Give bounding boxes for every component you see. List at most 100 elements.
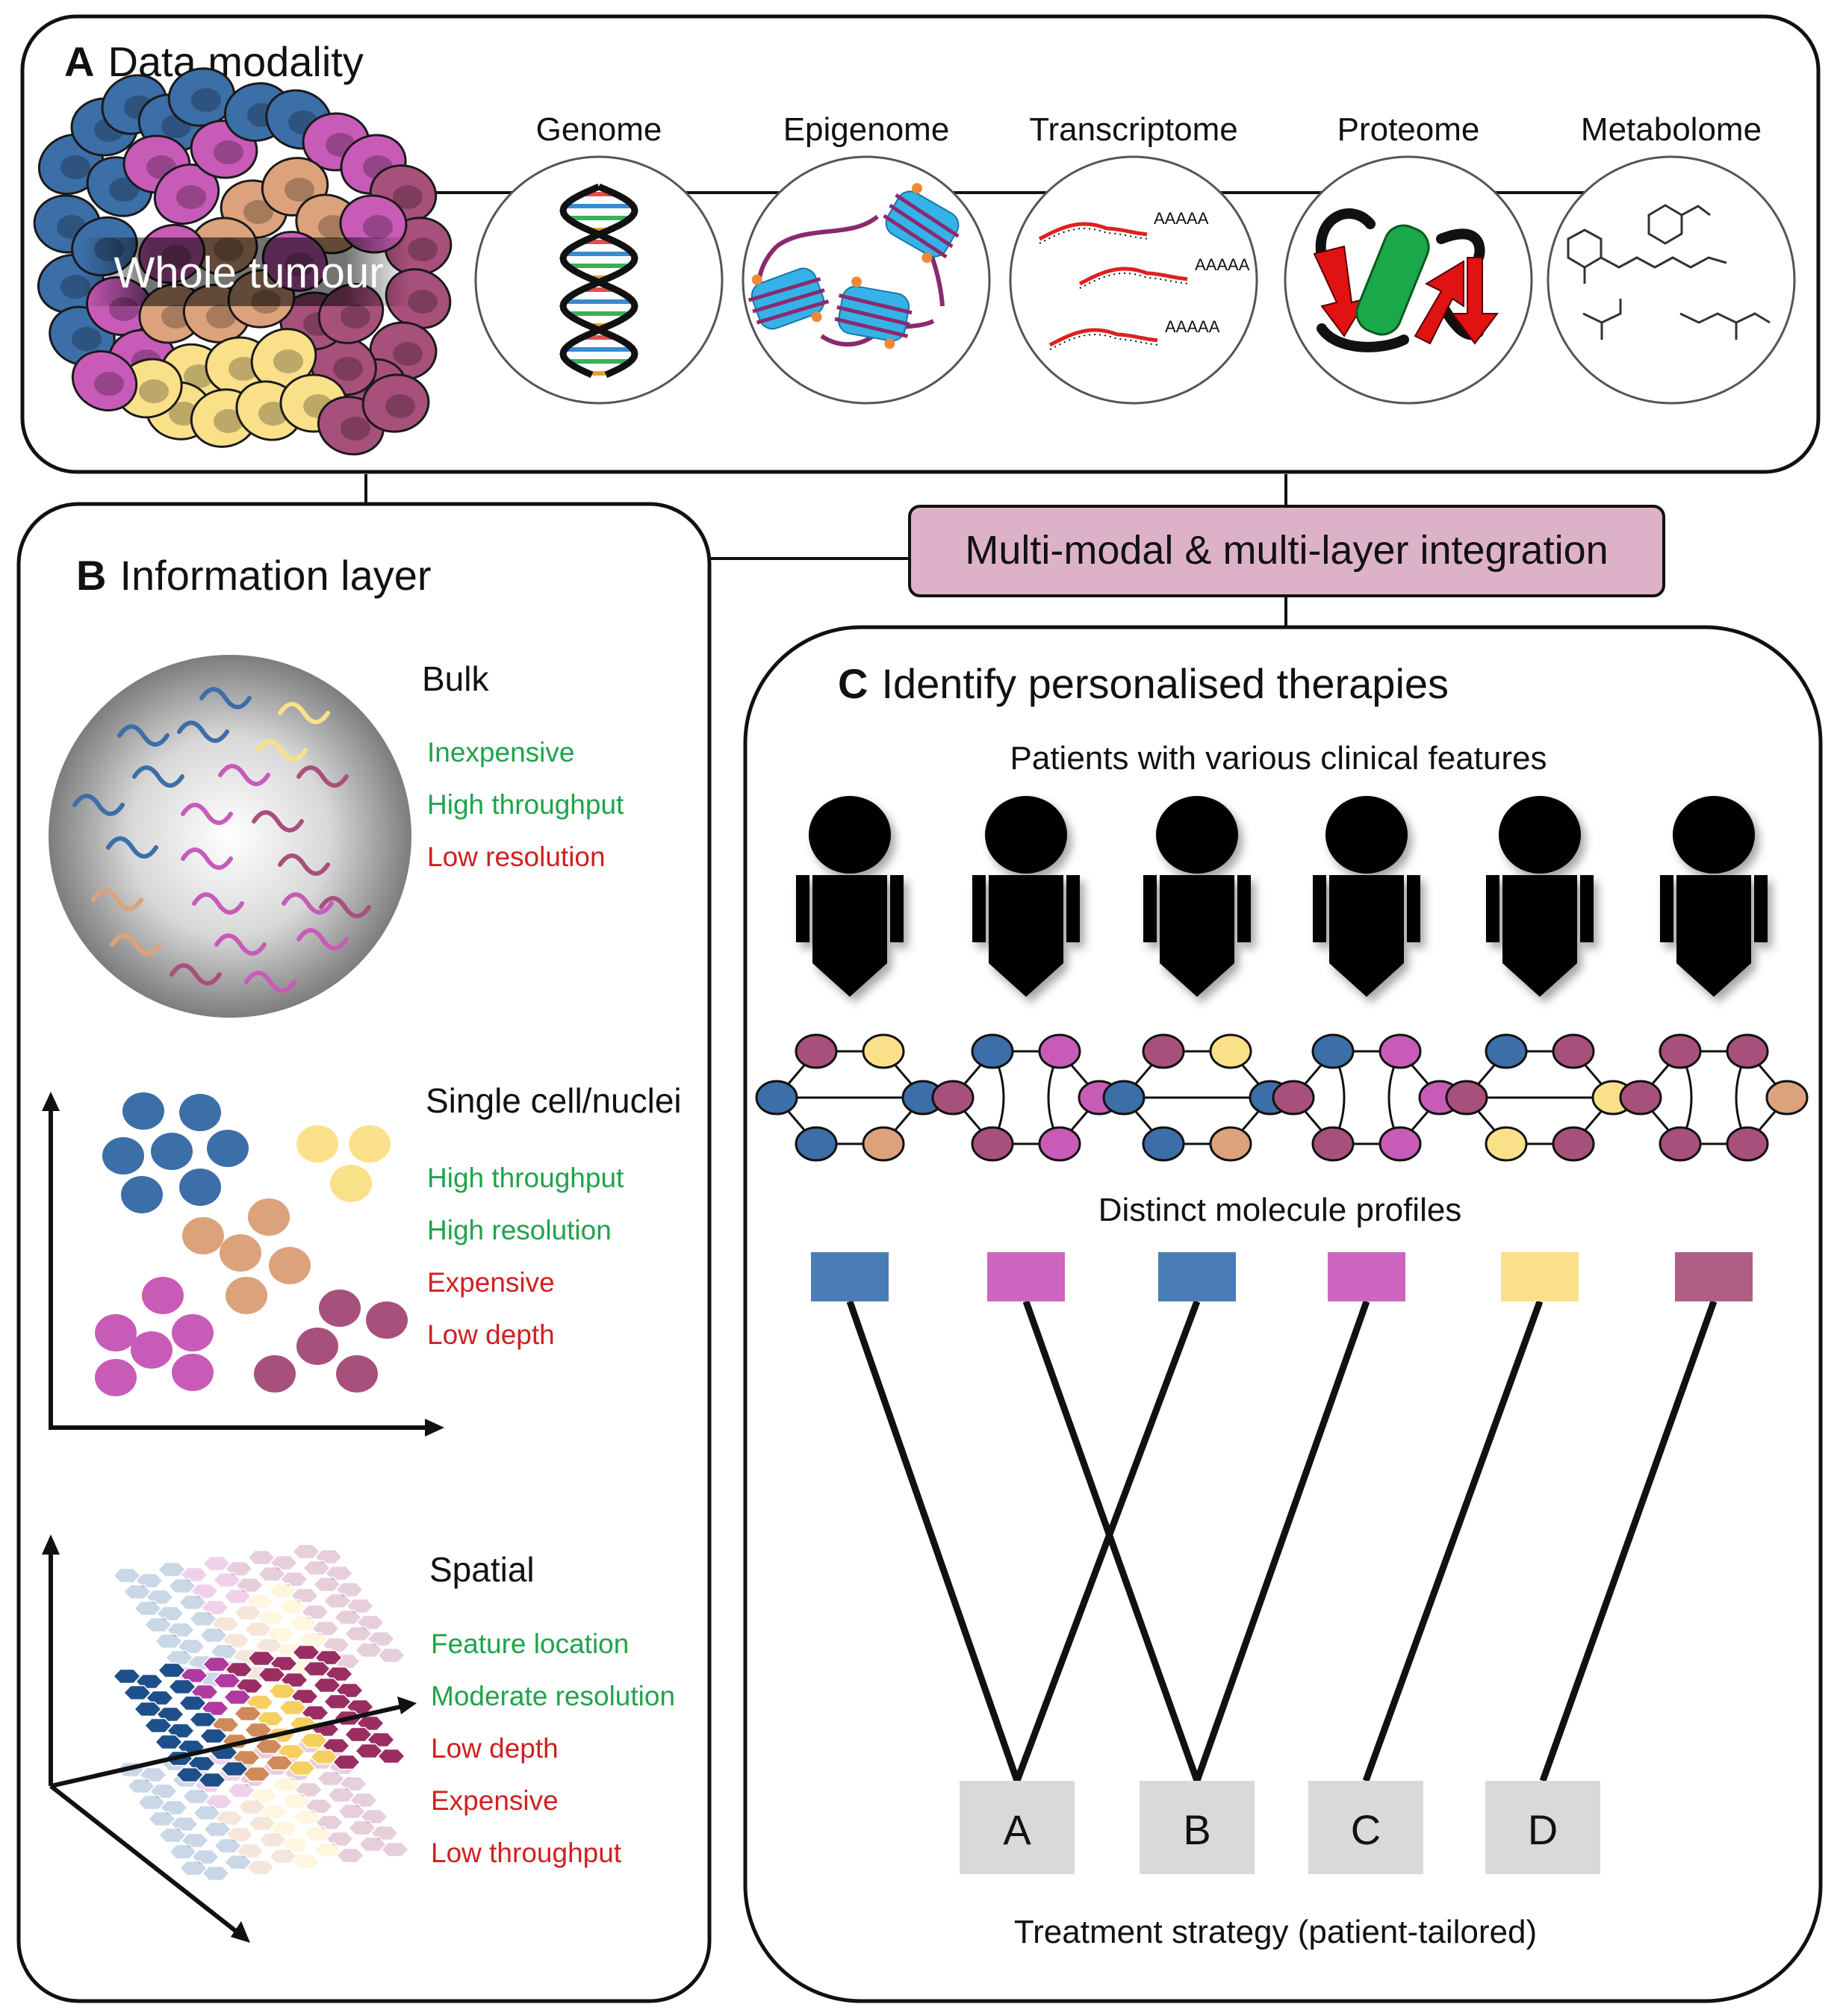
treatment-box-frame <box>1485 1781 1600 1874</box>
spatial-pro-2: Moderate resolution <box>431 1681 675 1711</box>
spatial-con-3: Low throughput <box>431 1838 622 1868</box>
tumour-cell-nucleus <box>285 178 314 202</box>
transcript-wave <box>252 810 304 833</box>
tumour-cell-nucleus <box>363 215 393 239</box>
tumour-cell-nucleus <box>333 357 363 381</box>
patient-arm-left <box>1660 875 1673 942</box>
network-node <box>795 1126 838 1162</box>
transcript-wave <box>296 765 349 788</box>
transcript-wave <box>278 853 330 876</box>
spatial-spot <box>312 1576 342 1593</box>
profile-treatment-link <box>1022 1300 1201 1782</box>
single-cell <box>131 1331 172 1369</box>
patient-figure <box>1143 796 1251 997</box>
treatment-box-frame <box>960 1781 1075 1874</box>
transcript-wave <box>106 836 158 859</box>
single-cell <box>142 1277 184 1314</box>
network-node <box>1311 1126 1355 1162</box>
treatment-box-frame <box>1308 1781 1423 1874</box>
spatial-spot <box>112 1567 142 1584</box>
spatial-spot <box>154 1633 184 1649</box>
profile-treatment-link <box>1013 1300 1201 1782</box>
spatial-spot <box>312 1677 342 1693</box>
molecule-network <box>1619 1033 1809 1162</box>
network-node <box>1765 1080 1809 1116</box>
spatial-spot <box>112 1668 142 1684</box>
network-node <box>1142 1126 1185 1162</box>
single-cell <box>330 1165 372 1202</box>
single-cell <box>182 1217 224 1254</box>
single-cell <box>95 1359 137 1396</box>
profiles-label: Distinct molecule profiles <box>1098 1192 1462 1228</box>
polya-tail-2: AAAAA <box>1195 255 1250 274</box>
molecule-profile <box>1158 1252 1236 1301</box>
tumour-cell <box>361 373 430 433</box>
single-cell <box>269 1247 311 1284</box>
network-node <box>1379 1033 1422 1069</box>
tumour-cell-nucleus <box>341 305 370 329</box>
spatial-spot <box>202 1555 231 1572</box>
molecule-network <box>1445 1033 1635 1162</box>
dna-wrap <box>834 317 909 338</box>
molecule-profile <box>1328 1252 1405 1301</box>
spatial-spot <box>291 1644 321 1661</box>
patient-body <box>812 875 887 997</box>
single-cell <box>254 1355 296 1393</box>
spatial-spot <box>358 1836 388 1852</box>
spatial-spot <box>167 1679 197 1695</box>
spatial-spot <box>299 1631 329 1648</box>
spatial-spot <box>267 1582 297 1599</box>
spatial-spot <box>237 1799 267 1815</box>
spatial-z-axis <box>49 1784 239 1935</box>
bulk-con-1: Low resolution <box>427 841 606 872</box>
network-node <box>1311 1033 1355 1069</box>
spatial-spot <box>254 1637 284 1654</box>
spatial-spot <box>316 1770 346 1787</box>
patient-body <box>1676 875 1751 997</box>
single-cell <box>349 1125 391 1163</box>
spatial-spot <box>290 1853 320 1870</box>
spatial-layer: Spatial Feature location Moderate resolu… <box>42 1534 675 1943</box>
dna-wrap <box>756 299 830 325</box>
network-node <box>1619 1080 1662 1116</box>
spatial-spot <box>302 1661 332 1677</box>
molecule-network <box>755 1033 945 1162</box>
spatial-spot <box>154 1734 184 1750</box>
network-node <box>1552 1126 1595 1162</box>
patient-figure <box>796 796 904 997</box>
methyl-mark <box>912 183 923 194</box>
patient-arm-right <box>1066 875 1080 942</box>
dna-wrap <box>838 293 913 315</box>
spatial-spot <box>242 1766 272 1782</box>
transcript-wave <box>214 933 267 956</box>
single-cell <box>122 1092 164 1130</box>
spatial-spot <box>220 1761 249 1777</box>
treatment-label: C <box>1351 1806 1381 1853</box>
bulk-layer: Bulk Inexpensive High throughput Low res… <box>49 655 624 1018</box>
tumour-label: Whole tumour <box>114 249 383 297</box>
dna-wrap <box>748 277 821 302</box>
patient-head <box>1156 796 1238 874</box>
spatial-x-axis <box>50 1704 404 1788</box>
network-node <box>1038 1126 1081 1162</box>
network-node <box>1209 1126 1252 1162</box>
tumour-cell-nucleus <box>393 342 423 366</box>
patient-arm-left <box>972 875 986 942</box>
single-cell <box>102 1137 144 1175</box>
transcript-wave <box>278 702 330 724</box>
beta-sheet-arrow-1 <box>1313 245 1369 337</box>
spatial-spot <box>199 1728 229 1744</box>
modality-label-epigenome: Epigenome <box>783 111 950 148</box>
epigenome-illustration <box>742 155 991 405</box>
methyl-mark <box>884 338 895 349</box>
polya-tail-3: AAAAA <box>1165 317 1220 336</box>
transcript-wave <box>132 765 184 788</box>
spatial-spot <box>137 1794 167 1811</box>
spatial-spot <box>212 1572 242 1588</box>
strategy-label: Treatment strategy (patient-tailored) <box>1014 1914 1537 1950</box>
tumour-cell-nucleus <box>214 409 243 433</box>
spatial-spot <box>188 1711 218 1728</box>
spatial-spot <box>212 1673 242 1689</box>
nucleosome <box>834 276 913 349</box>
